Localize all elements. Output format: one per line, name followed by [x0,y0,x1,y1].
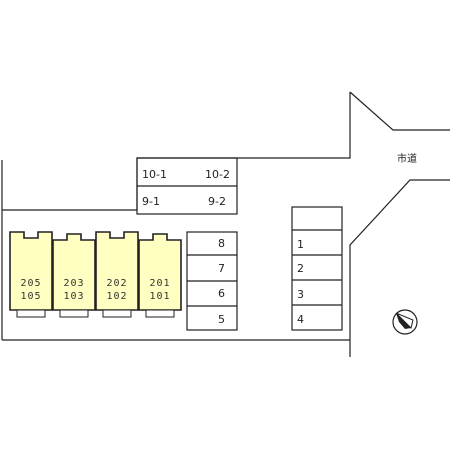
unit-label-205: 205 [20,278,41,289]
parking-top [136,157,238,215]
parking-space-10-1: 10-1 [142,168,167,181]
parking-space-9-2: 9-2 [208,195,226,208]
unit-202-102 [95,231,139,318]
unit-205-105 [9,231,53,318]
unit-label-103: 103 [63,291,84,302]
parking-space-10-2: 10-2 [205,168,230,181]
parking-space-7: 7 [218,262,225,275]
parking-space-3: 3 [297,288,304,301]
unit-label-105: 105 [20,291,41,302]
parking-space-1: 1 [297,238,304,251]
parking-space-6: 6 [218,287,225,300]
unit-label-102: 102 [106,291,127,302]
parking-space-9-1: 9-1 [142,195,160,208]
unit-201-101 [138,233,182,318]
unit-label-203: 203 [63,278,84,289]
parking-right [291,206,343,331]
parking-space-5: 5 [218,313,225,326]
building [9,231,182,318]
parking-space-4: 4 [297,313,304,326]
parking-middle [186,231,238,331]
unit-label-201: 201 [149,278,170,289]
unit-203-103 [52,233,96,318]
north-arrow-icon [392,309,418,335]
parking-space-2: 2 [297,262,304,275]
unit-label-101: 101 [149,291,170,302]
unit-label-202: 202 [106,278,127,289]
parking-space-8: 8 [218,237,225,250]
road-label: 市道 [397,152,417,165]
